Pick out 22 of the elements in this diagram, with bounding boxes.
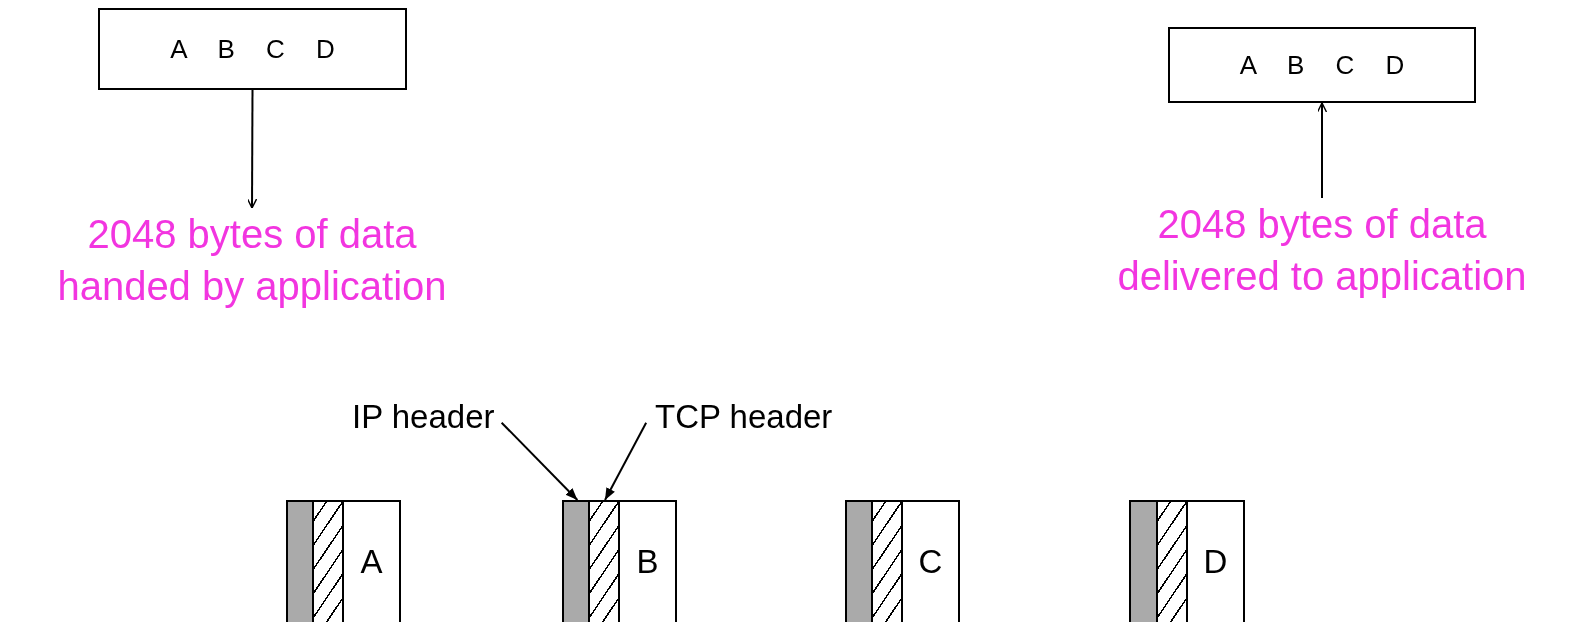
shaded-bar <box>845 500 873 622</box>
caption-text: 2048 bytes of data delivered to application <box>1087 198 1557 302</box>
data-segment: C <box>903 500 960 622</box>
hatched-bar <box>314 500 344 622</box>
hatched-bar <box>590 500 620 622</box>
data-block: A B C D <box>1168 27 1476 103</box>
arrow <box>246 89 258 209</box>
shaded-bar <box>562 500 590 622</box>
header-label: TCP header <box>655 398 833 436</box>
arrow <box>1316 102 1328 199</box>
shaded-bar <box>286 500 314 622</box>
header-label: IP header <box>352 398 495 436</box>
data-segment: D <box>1188 500 1245 622</box>
data-segment: A <box>344 500 401 622</box>
shaded-bar <box>1129 500 1158 622</box>
data-block: A B C D <box>98 8 407 90</box>
hatched-bar <box>1158 500 1188 622</box>
leader-line <box>500 421 579 501</box>
caption-text: 2048 bytes of data handed by application <box>27 208 477 312</box>
hatched-bar <box>873 500 903 622</box>
data-segment: B <box>620 500 677 622</box>
leader-line <box>604 421 648 501</box>
